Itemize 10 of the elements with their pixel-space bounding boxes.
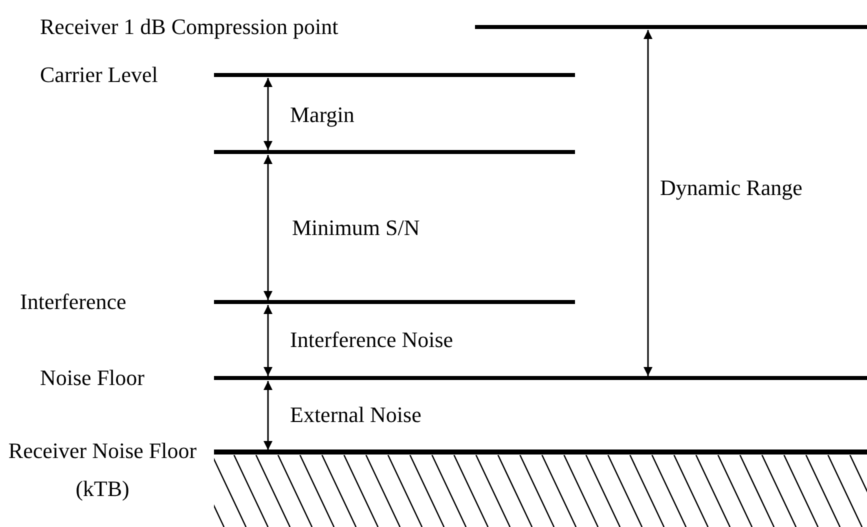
dimension-label: Minimum S/N — [292, 216, 420, 240]
dimension-label: External Noise — [290, 403, 422, 427]
level-label: Noise Floor — [40, 366, 144, 390]
level-label: Carrier Level — [40, 63, 158, 87]
level-label: Receiver Noise Floor (kTB) — [7, 437, 198, 503]
level-label: Receiver 1 dB Compression point — [40, 15, 338, 39]
dimension-label: Dynamic Range — [660, 176, 802, 200]
level-label: Interference — [20, 290, 126, 314]
dimension-label: Interference Noise — [290, 328, 454, 352]
dimension-label: Margin — [290, 103, 354, 127]
